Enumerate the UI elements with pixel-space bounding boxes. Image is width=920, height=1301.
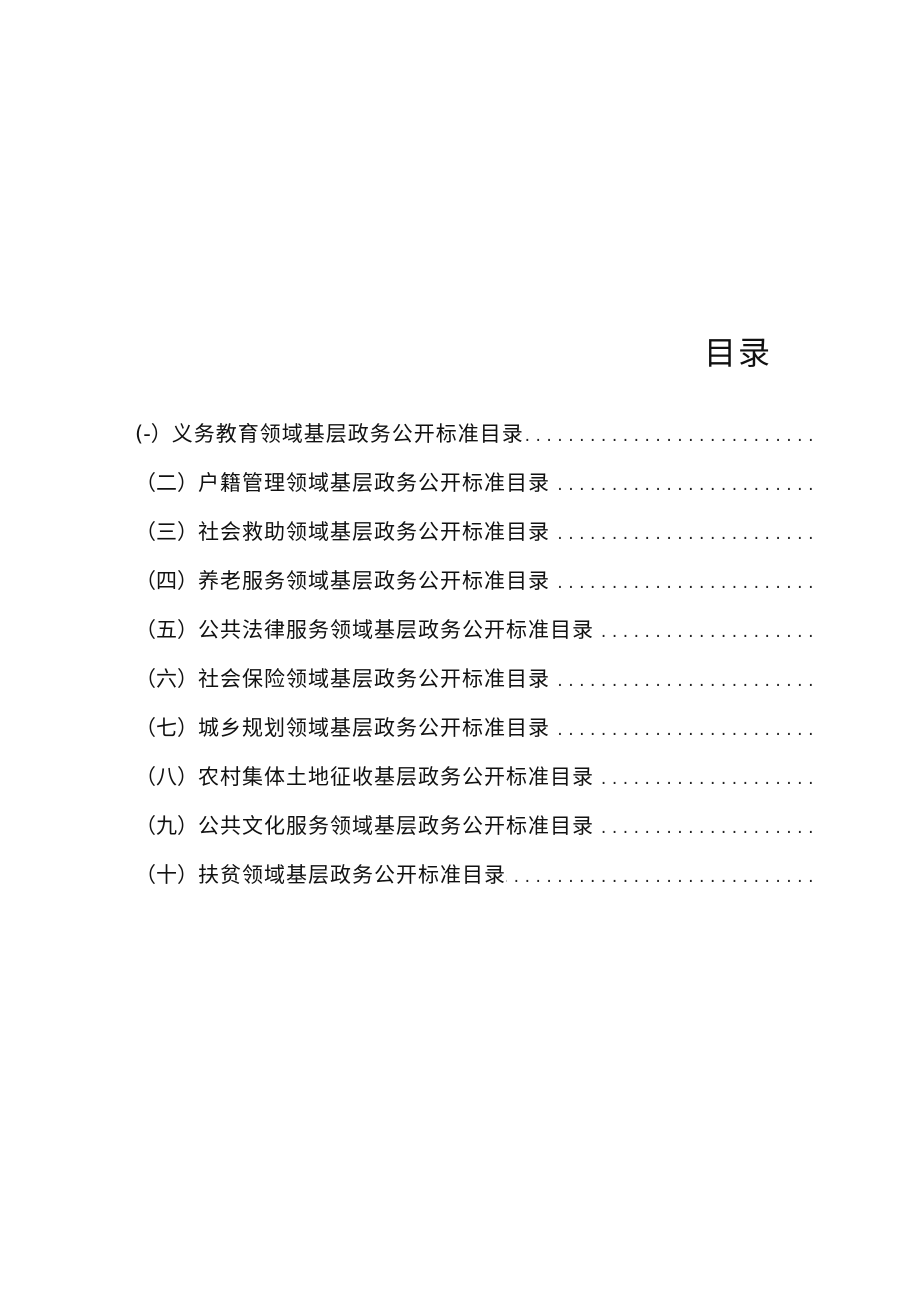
toc-leader-dots: ........................................… bbox=[594, 769, 819, 789]
toc-entry-5[interactable]: （五） 公共法律服务领域基层政务公开标准目录 .................… bbox=[135, 612, 819, 661]
page-title: 目录 bbox=[704, 334, 773, 373]
toc-entry-title: 扶贫领域基层政务公开标准目录 bbox=[198, 863, 506, 887]
toc-leader-dots: ........................................… bbox=[550, 671, 819, 691]
toc-entry-number: （七） bbox=[135, 716, 198, 740]
toc-entry-title: 农村集体土地征收基层政务公开标准目录 bbox=[198, 765, 594, 789]
toc-leader-dots: ........................................… bbox=[550, 524, 819, 544]
toc-entry-title: 义务教育领域基层政务公开标准目录 bbox=[171, 422, 524, 446]
toc-entry-title: 户籍管理领域基层政务公开标准目录 bbox=[198, 471, 550, 495]
toc-leader-dots: ........................................… bbox=[550, 720, 819, 740]
toc-entry-2[interactable]: （二） 户籍管理领域基层政务公开标准目录 ...................… bbox=[135, 465, 819, 514]
toc-entry-number: （二） bbox=[135, 471, 198, 495]
toc-entry-6[interactable]: （六） 社会保险领域基层政务公开标准目录 ...................… bbox=[135, 661, 819, 710]
toc-entry-10[interactable]: （十） 扶贫领域基层政务公开标准目录 .....................… bbox=[135, 857, 819, 906]
toc-entry-7[interactable]: （七） 城乡规划领域基层政务公开标准目录 ...................… bbox=[135, 710, 819, 759]
toc-entry-9[interactable]: （九） 公共文化服务领域基层政务公开标准目录 .................… bbox=[135, 808, 819, 857]
toc-entry-title: 养老服务领域基层政务公开标准目录 bbox=[198, 569, 550, 593]
toc-leader-dots: ........................................… bbox=[524, 426, 819, 446]
toc-entry-number: （四） bbox=[135, 569, 198, 593]
toc-entry-number: （三） bbox=[135, 520, 198, 544]
toc-entry-number: (-） bbox=[135, 422, 172, 446]
toc-entry-number: （五） bbox=[135, 618, 198, 642]
toc-entry-title: 社会保险领域基层政务公开标准目录 bbox=[198, 667, 550, 691]
table-of-contents: (-） 义务教育领域基层政务公开标准目录 ...................… bbox=[135, 416, 819, 906]
toc-entry-title: 公共法律服务领域基层政务公开标准目录 bbox=[198, 618, 594, 642]
toc-entry-1[interactable]: (-） 义务教育领域基层政务公开标准目录 ...................… bbox=[135, 416, 819, 465]
toc-leader-dots: ........................................… bbox=[594, 622, 819, 642]
toc-entry-number: （六） bbox=[135, 667, 198, 691]
toc-entry-title: 社会救助领域基层政务公开标准目录 bbox=[198, 520, 550, 544]
toc-leader-dots: ........................................… bbox=[506, 867, 819, 887]
toc-entry-title: 城乡规划领域基层政务公开标准目录 bbox=[198, 716, 550, 740]
toc-entry-4[interactable]: （四） 养老服务领域基层政务公开标准目录 ...................… bbox=[135, 563, 819, 612]
toc-entry-title: 公共文化服务领域基层政务公开标准目录 bbox=[198, 814, 594, 838]
toc-entry-8[interactable]: （八） 农村集体土地征收基层政务公开标准目录 .................… bbox=[135, 759, 819, 808]
toc-leader-dots: ........................................… bbox=[550, 573, 819, 593]
toc-entry-number: （八） bbox=[135, 765, 198, 789]
toc-entry-3[interactable]: （三） 社会救助领域基层政务公开标准目录 ...................… bbox=[135, 514, 819, 563]
toc-entry-number: （十） bbox=[135, 863, 198, 887]
toc-leader-dots: ........................................… bbox=[594, 818, 819, 838]
toc-leader-dots: ........................................… bbox=[550, 475, 819, 495]
toc-entry-number: （九） bbox=[135, 814, 198, 838]
